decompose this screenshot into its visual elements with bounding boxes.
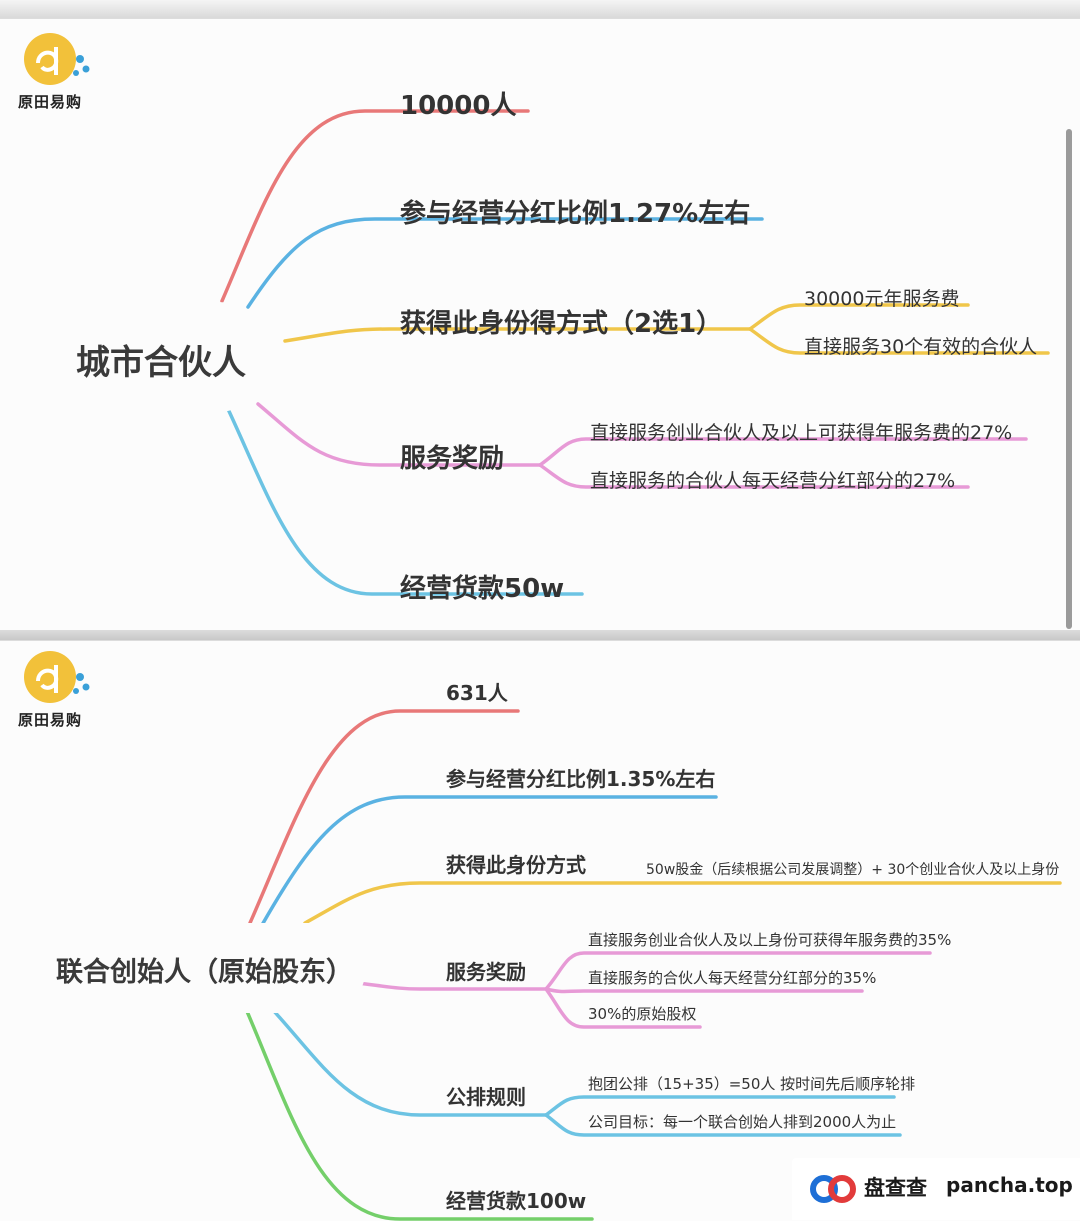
branch-line-3 [283, 327, 752, 343]
root-node [42, 302, 272, 412]
sub-line-3-2 [748, 327, 1050, 355]
sub-line-4-1 [538, 437, 1028, 467]
branch-label-5: 经营货款50w [400, 574, 565, 604]
leaf-label-5-1: 抱团公排（15+35）=50人 按时间先后顺序轮排 [588, 1075, 916, 1093]
branch-label-6: 经营货款100w [446, 1189, 587, 1213]
leaf-label-3-2: 直接服务30个有效的合伙人 [804, 336, 1038, 358]
branch-line-5 [226, 407, 584, 596]
pancha-logo-icon [810, 1175, 856, 1203]
panel-divider [0, 630, 1080, 640]
root-node-label: 城市合伙人 [76, 343, 246, 383]
scrollbar[interactable] [1066, 129, 1072, 629]
sub-line-4-2 [544, 987, 864, 994]
branch-line-1 [220, 109, 530, 303]
leaf-label-4-2: 直接服务的合伙人每天经营分红部分的27% [590, 470, 956, 492]
logo-text: 原田易购 [18, 711, 83, 729]
branch-line-2 [260, 795, 718, 927]
leaf-label-5-2: 公司目标：每一个联合创始人排到2000人为止 [588, 1113, 897, 1131]
sub-line-4-1 [544, 951, 932, 991]
brand-logo: 原田易购 [18, 647, 98, 737]
root-node-label: 联合创始人（原始股东） [56, 957, 353, 988]
branch-line-3 [303, 881, 1062, 925]
leaf-label-4-2: 直接服务的合伙人每天经营分红部分的35% [588, 969, 877, 987]
branch-line-4 [356, 981, 548, 991]
branch-label-4: 服务奖励 [446, 960, 526, 984]
rice-drop-logo-icon [24, 33, 90, 85]
branch-lines [244, 709, 1062, 1221]
branch-label-1: 10000人 [400, 91, 517, 121]
branch-line-2 [246, 217, 764, 309]
leaf-label-3-1: 50w股金（后续根据公司发展调整）+ 30个创业合伙人及以上身份 [646, 862, 1060, 878]
rice-drop-logo-icon [24, 651, 90, 703]
sub-line-5-2 [544, 1113, 902, 1137]
leaf-label-4-1: 直接服务创业合伙人及以上可获得年服务费的27% [590, 422, 1013, 444]
sub-line-4-2 [538, 463, 970, 489]
mindmap-panel-co-founder: 原田易购 联合创始人（原始股东） 631人 参与经营分红比例1.35%左右 获得… [0, 640, 1080, 1221]
watermark-domain: pancha.top [946, 1173, 1073, 1197]
branch-line-6 [244, 1007, 594, 1221]
sub-line-5-1 [544, 1095, 896, 1117]
top-edge [0, 0, 1080, 18]
branch-label-2: 参与经营分红比例1.35%左右 [446, 767, 716, 791]
branch-line-5 [270, 1007, 548, 1117]
branch-label-4: 服务奖励 [400, 444, 505, 474]
logo-text: 原田易购 [18, 93, 83, 111]
branch-label-2: 参与经营分红比例1.27%左右 [400, 199, 751, 229]
leaf-label-4-1: 直接服务创业合伙人及以上身份可获得年服务费的35% [588, 931, 952, 949]
branch-lines [220, 109, 1050, 596]
watermark: 盘查查 pancha.top [792, 1158, 1080, 1220]
sub-line-4-3 [544, 987, 702, 1029]
root-node [26, 923, 366, 1013]
branch-label-5: 公排规则 [446, 1085, 526, 1109]
branch-label-3: 获得此身份得方式（2选1） [400, 309, 723, 339]
sub-line-3-1 [748, 303, 970, 331]
branch-line-4 [256, 402, 542, 467]
watermark-name: 盘查查 [864, 1176, 927, 1200]
leaf-label-3-1: 30000元年服务费 [804, 288, 960, 310]
leaf-label-4-3: 30%的原始股权 [588, 1005, 697, 1023]
branch-label-1: 631人 [446, 681, 508, 705]
brand-logo: 原田易购 [18, 29, 98, 119]
mindmap-panel-city-partner: 原田易购 城市合伙人 10000人 参与经营分红比例1.27%左右 获得此身份得… [0, 18, 1080, 631]
branch-label-3: 获得此身份方式 [446, 853, 586, 877]
branch-line-1 [248, 709, 520, 925]
